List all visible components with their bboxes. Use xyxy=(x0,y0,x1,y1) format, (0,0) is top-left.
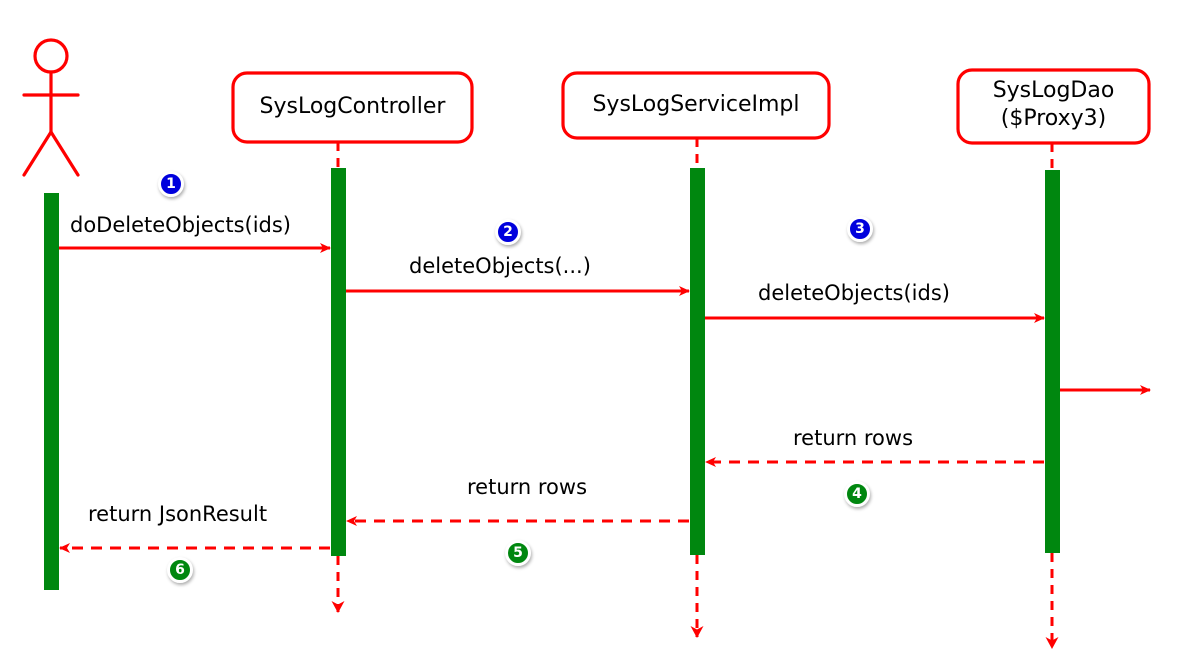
actor-figure xyxy=(22,38,80,177)
message-label-6: return JsonResult xyxy=(88,502,268,526)
activation-bar-service xyxy=(690,168,705,555)
message-label-1: doDeleteObjects(ids) xyxy=(70,213,292,237)
message-label-4: return rows xyxy=(793,426,914,450)
sequence-badge-1[interactable]: 1 xyxy=(158,171,184,197)
message-label-5: return rows xyxy=(467,475,588,499)
participant-label-controller: SysLogController xyxy=(259,94,446,119)
message-label-3: deleteObjects(ids) xyxy=(758,281,950,305)
participant-label-service: SysLogServiceImpl xyxy=(592,92,800,117)
participant-box-controller[interactable] xyxy=(231,71,474,144)
activation-bar-actor xyxy=(44,193,59,590)
participant-label-dao-line1: SysLogDao xyxy=(992,78,1115,103)
sequence-badge-3[interactable]: 3 xyxy=(847,216,873,242)
participant-label-dao-line2: ($Proxy3) xyxy=(1000,106,1107,131)
activation-bar-controller xyxy=(331,168,346,556)
message-label-2: deleteObjects(...) xyxy=(409,254,591,278)
sequence-badge-6[interactable]: 6 xyxy=(167,557,193,583)
activation-bar-dao xyxy=(1045,170,1060,553)
sequence-badge-5[interactable]: 5 xyxy=(505,540,531,566)
sequence-badge-4[interactable]: 4 xyxy=(844,481,870,507)
sequence-badge-2[interactable]: 2 xyxy=(495,219,521,245)
